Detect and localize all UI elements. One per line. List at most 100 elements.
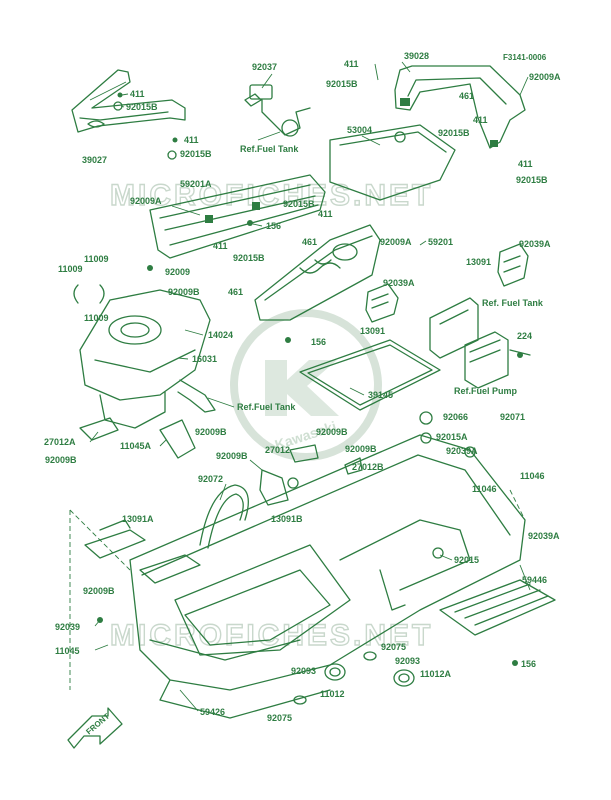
label-92071: 92071	[500, 412, 525, 422]
label-92009B: 92009B	[345, 444, 377, 454]
label-92093: 92093	[291, 666, 316, 676]
part-59426-hull	[129, 434, 526, 719]
label-156: 156	[521, 659, 536, 669]
label-92009B: 92009B	[45, 455, 77, 465]
label-11009: 11009	[58, 264, 83, 274]
label-ref-fuel-tank: Ref. Fuel Tank	[482, 298, 544, 308]
label-92039A: 92039A	[519, 239, 551, 249]
part-11012A-grommet	[393, 669, 415, 687]
label-59446: 59446	[522, 575, 547, 585]
label-156: 156	[311, 337, 326, 347]
label-411: 411	[344, 59, 359, 69]
part-59446-intake-grate	[439, 579, 556, 636]
part-27012B-bracket	[344, 457, 363, 475]
label-92066: 92066	[443, 412, 468, 422]
label-411: 411	[184, 135, 199, 145]
part-27012A-bracket	[79, 417, 119, 441]
label-461: 461	[302, 237, 317, 247]
label-92015B: 92015B	[233, 253, 265, 263]
label-92015B: 92015B	[180, 149, 212, 159]
label-11045: 11045	[55, 646, 80, 656]
kawasaki-logo: Kawasaki	[230, 309, 382, 461]
part-53004-hatch-lid	[329, 124, 456, 201]
part-13091A-foam-pad	[84, 519, 201, 584]
label-411: 411	[473, 115, 488, 125]
label-13091B: 13091B	[271, 514, 303, 524]
label-411: 411	[130, 89, 145, 99]
label-461: 461	[228, 287, 243, 297]
label-156: 156	[266, 221, 281, 231]
label-92009B: 92009B	[216, 451, 248, 461]
part-59201-vent-duct	[254, 224, 381, 321]
label-13091: 13091	[360, 326, 385, 336]
label-ref-fuel-pump: Ref.Fuel Pump	[454, 386, 518, 396]
label-92039A: 92039A	[383, 278, 415, 288]
label-411: 411	[318, 209, 333, 219]
label-13091: 13091	[466, 257, 491, 267]
label-92009A: 92009A	[380, 237, 412, 247]
part-13091-foam-block	[365, 283, 399, 323]
label-411: 411	[213, 241, 228, 251]
label-39027: 39027	[82, 155, 107, 165]
label-92075: 92075	[381, 642, 406, 652]
part-92037-fuel-fitting	[244, 84, 311, 141]
part-fuel-tank-bracket	[429, 297, 479, 359]
label-11009: 11009	[84, 254, 109, 264]
part-13091-foam-block-right	[497, 243, 529, 287]
leader-lines	[89, 61, 531, 712]
label-92037: 92037	[252, 62, 277, 72]
label-461: 461	[459, 91, 474, 101]
label-92093: 92093	[395, 656, 420, 666]
label-39028: 39028	[404, 51, 429, 61]
label-224: 224	[517, 331, 532, 341]
label-27012B: 27012B	[352, 462, 384, 472]
label-11012: 11012	[320, 689, 345, 699]
label-39145: 39145	[368, 390, 393, 400]
label-27012: 27012	[265, 445, 290, 455]
label-ref-fuel-tank: Ref.Fuel Tank	[240, 144, 299, 154]
label-92015B: 92015B	[326, 79, 358, 89]
diagram-code: F3141-0006	[503, 53, 547, 62]
label-92015B: 92015B	[438, 128, 470, 138]
label-92075: 92075	[267, 713, 292, 723]
part-11009-clips	[73, 284, 105, 304]
label-92015B: 92015B	[283, 199, 315, 209]
label-59426: 59426	[200, 707, 225, 717]
label-92009B: 92009B	[316, 427, 348, 437]
part-13091B-bracket	[249, 459, 289, 506]
label-13091A: 13091A	[122, 514, 154, 524]
label-92015A: 92015A	[436, 432, 468, 442]
part-59201A-air-duct	[149, 174, 326, 259]
label-59201A: 59201A	[180, 179, 212, 189]
label-11045A: 11045A	[120, 441, 152, 451]
label-92009B: 92009B	[83, 586, 115, 596]
part-11012-grommet	[324, 663, 346, 681]
part-39145-hatch-seal	[299, 339, 441, 411]
label-16031: 16031	[192, 354, 217, 364]
label-59201: 59201	[428, 237, 453, 247]
part-92072-hull-strap	[199, 484, 249, 549]
part-92075-plugs	[293, 651, 377, 705]
label-92009B: 92009B	[195, 427, 227, 437]
label-411: 411	[518, 159, 533, 169]
label-92039A: 92039A	[528, 531, 560, 541]
small-fasteners	[97, 220, 523, 666]
label-53004: 53004	[347, 125, 372, 135]
label-ref-fuel-tank: Ref.Fuel Tank	[237, 402, 296, 412]
part-39028-rear-handle	[394, 65, 526, 149]
label-27012A: 27012A	[44, 437, 76, 447]
label-92015B: 92015B	[126, 102, 158, 112]
label-92015B: 92015B	[516, 175, 548, 185]
label-92009B: 92009B	[168, 287, 200, 297]
part-11045A-bracket	[159, 419, 196, 459]
label-92009: 92009	[165, 267, 190, 277]
part-27012-bracket	[289, 444, 319, 463]
label-92072: 92072	[198, 474, 223, 484]
label-11046: 11046	[472, 484, 497, 494]
part-16031-tank-strap	[177, 379, 216, 413]
front-direction-arrow: FRONT	[67, 707, 123, 749]
label-92009A: 92009A	[130, 196, 162, 206]
dashed-guides	[69, 489, 526, 690]
